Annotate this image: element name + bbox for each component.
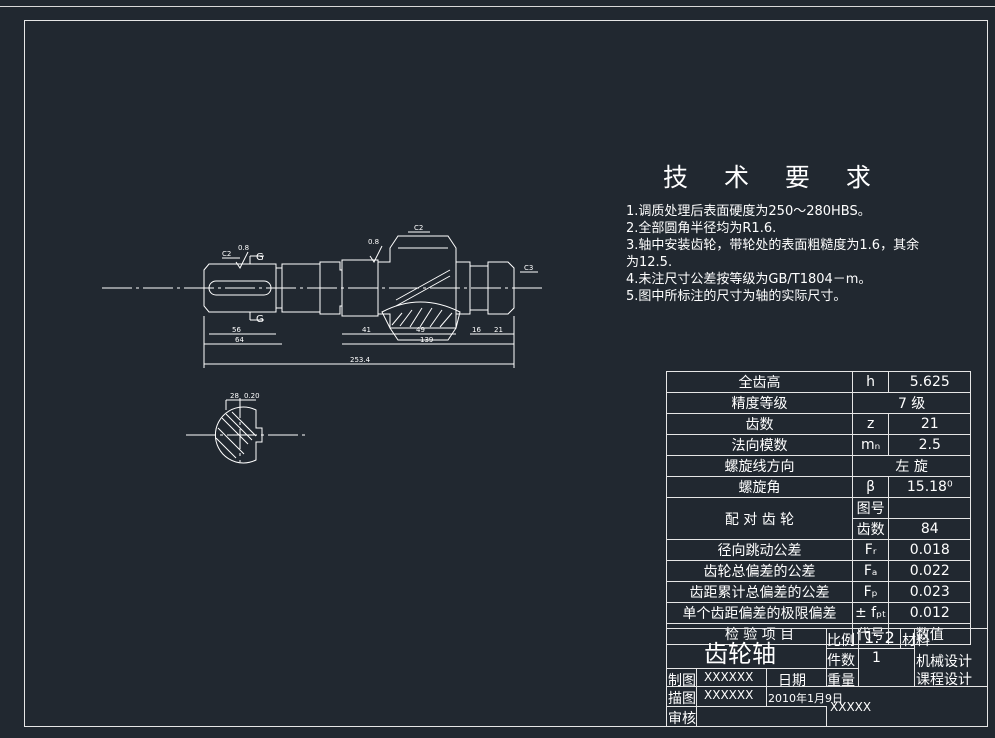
drawn-by-label: 制图 — [668, 673, 696, 689]
chamfer-right-text: C3 — [524, 264, 533, 272]
tol-symbol: Fₐ — [851, 560, 890, 582]
dim-56-text: 56 — [232, 326, 241, 334]
section-tol-text: 0.20 — [244, 392, 260, 400]
requirement-1: 1.调质处理后表面硬度为250～280HBS。 — [626, 204, 871, 219]
tol-name: 单个齿距偏差的极限偏差 — [666, 602, 853, 624]
tol-value: 0.018 — [888, 539, 972, 561]
section-mark-g-top: G — [256, 252, 264, 263]
param-symbol: β — [851, 476, 890, 498]
company-name: XXXXX — [830, 700, 872, 714]
chamfer-gear-text: C2 — [414, 224, 423, 232]
param-value: 5.625 — [888, 371, 972, 393]
count-value: 1 — [872, 650, 881, 666]
dim-253-text: 253.4 — [350, 356, 371, 364]
param-name: 齿数 — [666, 413, 853, 435]
weight-label: 重量 — [827, 673, 855, 689]
param-name: 精度等级 — [666, 392, 853, 414]
requirement-2: 2.全部圆角半径均为R1.6. — [626, 221, 777, 236]
param-value: 左 旋 — [851, 455, 972, 477]
tol-symbol: Fᵣ — [851, 539, 890, 561]
scale-label: 比例 — [827, 633, 855, 649]
requirement-3-cont: 为12.5. — [626, 255, 673, 270]
section-width-text: 28 — [230, 392, 239, 400]
requirement-3: 3.轴中安装齿轮，带轮处的表面粗糙度为1.6，其余 — [626, 238, 920, 253]
course-line1: 机械设计 — [916, 654, 972, 670]
title-block: 齿轮轴 比例 1: 2 材料 件数 1 重量 机械设计 课程设计 制图 XXXX… — [666, 628, 988, 727]
param-symbol: z — [851, 413, 890, 435]
dim-16-text: 16 — [472, 326, 481, 334]
roughness-1-text: 0.8 — [238, 244, 249, 252]
chamfer-left-text: C2 — [222, 250, 231, 258]
tol-symbol: ± fₚₜ — [851, 602, 890, 624]
traced-by-name: XXXXXX — [704, 688, 754, 702]
outer-border-line — [0, 6, 995, 7]
material-label: 材料 — [902, 633, 930, 649]
count-label: 件数 — [827, 653, 855, 669]
shaft-outline — [203, 235, 515, 341]
dim-64-text: 64 — [235, 336, 244, 344]
param-symbol: mₙ — [851, 434, 890, 456]
dim-139-text: 139 — [420, 336, 433, 344]
param-name: 螺旋线方向 — [666, 455, 853, 477]
tol-name: 齿距累计总偏差的公差 — [666, 581, 853, 603]
table-row: 螺旋线方向左 旋 — [666, 455, 972, 477]
pair-drawing-no-label: 图号 — [851, 497, 890, 519]
date-label: 日期 — [778, 673, 806, 689]
tol-value: 0.022 — [888, 560, 972, 582]
param-value: 2.5 — [888, 434, 972, 456]
scale-value: 1: 2 — [864, 628, 895, 647]
review-label: 审核 — [668, 711, 696, 727]
param-name: 螺旋角 — [666, 476, 853, 498]
param-name: 全齿高 — [666, 371, 853, 393]
requirement-4: 4.未注尺寸公差按等级为GB/T1804－m。 — [626, 272, 872, 287]
course-line2: 课程设计 — [916, 672, 972, 688]
drawing-frame — [24, 20, 988, 727]
requirement-5: 5.图中所标注的尺寸为轴的实际尺寸。 — [626, 289, 847, 304]
section-mark-g-bottom: G — [256, 314, 264, 325]
part-name: 齿轮轴 — [704, 640, 776, 668]
pair-drawing-no-value — [888, 497, 972, 519]
keyway — [208, 280, 272, 296]
traced-by-label: 描图 — [668, 691, 696, 707]
date-value: 2010年1月9日 — [768, 692, 843, 705]
tol-value: 0.023 — [888, 581, 972, 603]
tol-value: 0.012 — [888, 602, 972, 624]
pair-gear-label: 配 对 齿 轮 — [666, 497, 853, 540]
dim-41-text: 41 — [362, 326, 371, 334]
param-symbol: h — [851, 371, 890, 393]
tech-requirements-title: 技 术 要 求 — [663, 163, 885, 192]
drawn-by-name: XXXXXX — [704, 670, 754, 684]
table-row: 配 对 齿 轮图号 — [666, 497, 972, 540]
tol-symbol: Fₚ — [851, 581, 890, 603]
dim-21-text: 21 — [494, 326, 503, 334]
pair-teeth-value: 84 — [888, 518, 972, 540]
shaft-section — [214, 406, 263, 464]
dim-49-text: 49 — [416, 326, 425, 334]
tol-name: 径向跳动公差 — [666, 539, 853, 561]
param-value: 7 级 — [851, 392, 972, 414]
pair-teeth-label: 齿数 — [851, 518, 890, 540]
tol-name: 齿轮总偏差的公差 — [666, 560, 853, 582]
param-value: 15.18⁰ — [888, 476, 972, 498]
roughness-2-text: 0.8 — [368, 238, 379, 246]
param-name: 法向模数 — [666, 434, 853, 456]
param-value: 21 — [888, 413, 972, 435]
